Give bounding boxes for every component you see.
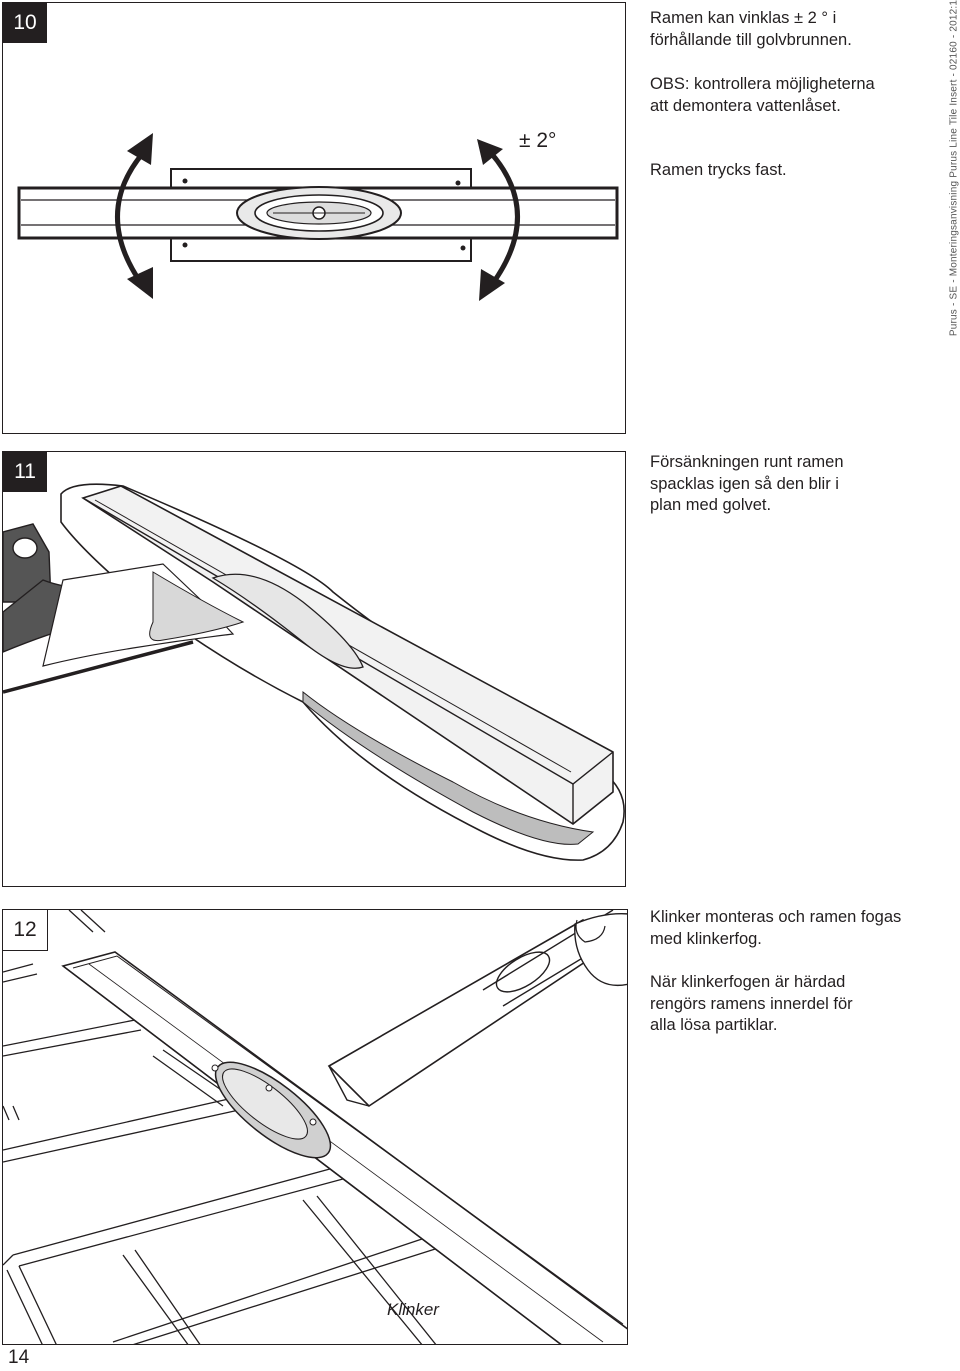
step-11-line-2: spacklas igen så den blir i	[650, 474, 839, 493]
step-12-note-line-2: rengörs ramens innerdel för	[650, 994, 853, 1013]
step-12-illustration: Klinker	[3, 910, 627, 1344]
step-11-line-1: Försänkningen runt ramen	[650, 453, 844, 471]
step-12-note-line-3: alla lösa partiklar.	[650, 1016, 778, 1034]
document-sidebar: Purus - SE - Monteringsanvisning Purus L…	[947, 0, 960, 336]
step-10-illustration: ± 2°	[17, 129, 619, 301]
step-12-note-line-1: När klinkerfogen är härdad	[650, 973, 846, 991]
step-12-panel: 12 Kli	[2, 909, 628, 1345]
sidebar-text: Purus - SE - Monteringsanvisning Purus L…	[948, 0, 960, 336]
step-12-line-1: Klinker monteras och ramen fogas	[650, 908, 902, 926]
step-10-note-line-2: att demontera vattenlåset.	[650, 96, 841, 115]
step-12-text: Klinker monteras och ramen fogas med kli…	[650, 907, 901, 950]
page-number: 14	[8, 1347, 30, 1368]
step-10-note: OBS: kontrollera möjligheterna att demon…	[650, 74, 875, 117]
step-10-text: Ramen kan vinklas ± 2 ° i förhållande ti…	[650, 8, 852, 51]
step-12-line-2: med klinkerfog.	[650, 929, 762, 948]
step-10-line-1: Ramen kan vinklas ± 2 ° i	[650, 9, 837, 27]
step-12-number: 12	[3, 910, 48, 951]
step-11-illustration	[3, 483, 625, 861]
step-11-number: 11	[3, 452, 47, 492]
step-11-line-3: plan med golvet.	[650, 496, 772, 514]
step-10-note-line-1: OBS: kontrollera möjligheterna	[650, 75, 875, 93]
step-12-note: När klinkerfogen är härdad rengörs ramen…	[650, 972, 853, 1037]
step-10-panel: 10 ± 2°	[2, 2, 626, 434]
step-11-text: Försänkningen runt ramen spacklas igen s…	[650, 452, 844, 517]
klinker-label: Klinker	[387, 1300, 440, 1319]
step-11-panel: 11	[2, 451, 626, 887]
step-10-extra: Ramen trycks fast.	[650, 160, 787, 182]
step-10-line-2: förhållande till golvbrunnen.	[650, 30, 852, 49]
step-10-extra-line-1: Ramen trycks fast.	[650, 161, 787, 179]
angle-label: ± 2°	[519, 129, 556, 152]
step-10-number: 10	[3, 3, 47, 43]
